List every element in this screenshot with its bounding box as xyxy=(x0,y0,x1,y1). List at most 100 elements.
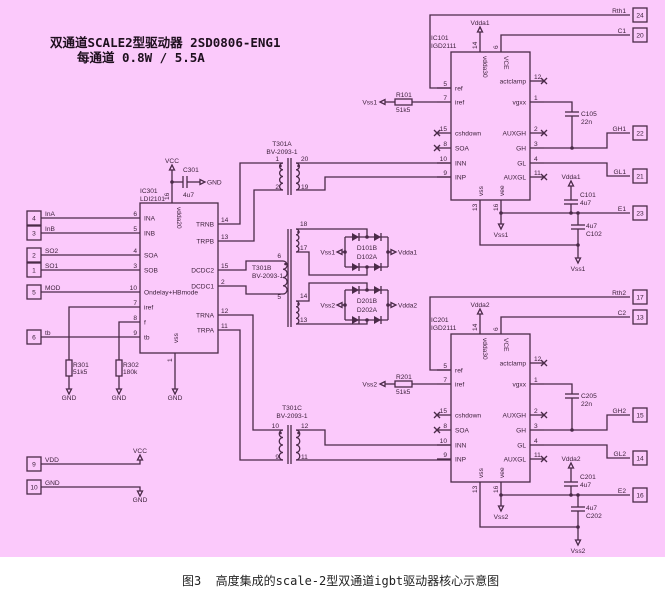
vcc-label: VCC xyxy=(133,448,147,455)
wire xyxy=(218,189,283,242)
resistor-icon xyxy=(394,98,413,106)
diode-icon xyxy=(374,286,381,294)
vdda-label: Vdda1 xyxy=(398,249,417,256)
connector-rth-number: 17 xyxy=(636,294,644,301)
coil-icon xyxy=(295,429,301,461)
wire xyxy=(296,282,368,302)
pin-number: 9 xyxy=(443,170,447,177)
pin-number: 5 xyxy=(133,226,137,233)
t301a-ref: T301A xyxy=(272,141,292,148)
pin-number: 5 xyxy=(443,363,447,370)
pin-number: 1 xyxy=(534,95,538,102)
no-connect-icon xyxy=(433,426,441,434)
coil-icon xyxy=(282,260,288,295)
pin-number: 12 xyxy=(534,356,542,363)
wire xyxy=(296,228,368,237)
pin-name: TRPB xyxy=(196,238,214,245)
diode-ref: D201B xyxy=(357,298,378,305)
wire xyxy=(296,251,368,276)
connector-gl xyxy=(632,450,648,466)
polarity-dot xyxy=(279,164,282,168)
junction-dot xyxy=(365,235,369,239)
wire xyxy=(544,444,630,459)
no-connect-icon xyxy=(540,77,548,85)
vss-label: Vss2 xyxy=(320,302,335,309)
pin-number: 2 xyxy=(275,184,279,191)
diode-icon xyxy=(374,233,381,241)
wire xyxy=(500,34,630,52)
pin-name: DCDC1 xyxy=(191,283,214,290)
ic-part: IGD2111 xyxy=(431,43,457,50)
wire xyxy=(218,162,283,225)
pin-number: 9 xyxy=(443,452,447,459)
net-label: Rth2 xyxy=(612,290,626,297)
pin-name: vss xyxy=(478,467,485,478)
pin-number: 16 xyxy=(493,485,500,493)
vss-label: Vss2 xyxy=(362,381,377,388)
pin-name: AUXGH xyxy=(503,130,527,137)
no-connect-icon xyxy=(433,411,441,419)
vdda-label: Vdda1 xyxy=(470,20,489,27)
pin-name: vss xyxy=(173,332,180,343)
polarity-dot xyxy=(297,431,300,435)
coil-icon xyxy=(278,429,284,461)
junction-dot xyxy=(576,525,580,529)
pin-name: VCE xyxy=(502,338,509,352)
pin-name: ref xyxy=(455,85,463,92)
ground-icon xyxy=(136,490,144,498)
vdda-label: Vdda2 xyxy=(470,302,489,309)
polarity-dot xyxy=(284,262,287,266)
pin-name: tb xyxy=(144,334,150,341)
ic301-body xyxy=(139,202,219,354)
pin-number: 4 xyxy=(534,438,538,445)
net-label: VDD xyxy=(45,457,59,464)
wire xyxy=(68,306,140,360)
pin-name: vgxx xyxy=(512,381,526,388)
pin-number: 10 xyxy=(440,438,448,445)
connector-5 xyxy=(26,284,42,300)
coil-icon xyxy=(295,162,300,191)
vcc-rail-icon xyxy=(136,453,144,461)
wire xyxy=(296,429,451,446)
connector-vdd-number: 9 xyxy=(32,461,36,468)
connector-gnd-number: 10 xyxy=(30,484,38,491)
pin-number: 6 xyxy=(493,45,500,49)
connector-6 xyxy=(26,329,42,345)
coil-icon xyxy=(295,228,300,253)
vdda-label: Vdda1 xyxy=(561,174,580,181)
pin-number: 8 xyxy=(443,141,447,148)
pin-name: iref xyxy=(455,381,464,388)
vdda-label: Vdda2 xyxy=(561,456,580,463)
wire xyxy=(479,200,578,246)
pin-number: 14 xyxy=(472,41,479,49)
t301c-ref: T301C xyxy=(282,405,302,412)
cap-value: 4u7 xyxy=(580,482,591,489)
vcc-rail-icon xyxy=(168,163,176,171)
pin-name: cshdown xyxy=(455,130,481,137)
pin-name: vdda30 xyxy=(481,56,488,78)
no-connect-icon xyxy=(540,455,548,463)
pin-name: SOA xyxy=(455,427,470,434)
t301c-part: BV-2093-1 xyxy=(276,413,307,420)
connector-e xyxy=(632,487,648,503)
pin-name: iref xyxy=(455,99,464,106)
connector-c-number: 20 xyxy=(636,32,644,39)
wire xyxy=(118,321,140,360)
net-label: C1 xyxy=(618,28,627,35)
ground-icon xyxy=(497,223,505,231)
wire xyxy=(41,486,141,491)
pin-number: 2 xyxy=(221,279,225,286)
vss-rail-icon xyxy=(378,98,386,106)
pin-number: 11 xyxy=(221,323,228,330)
connector-gh-number: 15 xyxy=(636,412,644,419)
pin-name: AUXGH xyxy=(503,412,527,419)
t301b-part: BV-2093-1 xyxy=(252,273,283,280)
vdda-label: Vdda2 xyxy=(398,302,417,309)
connector-e xyxy=(632,205,648,221)
net-label: InB xyxy=(45,226,55,233)
r302-value: 180k xyxy=(123,369,138,376)
cap-ref: C202 xyxy=(586,513,602,520)
pin-number: 8 xyxy=(133,315,137,322)
pin-number: 7 xyxy=(443,95,447,102)
resistor-icon xyxy=(65,359,73,377)
